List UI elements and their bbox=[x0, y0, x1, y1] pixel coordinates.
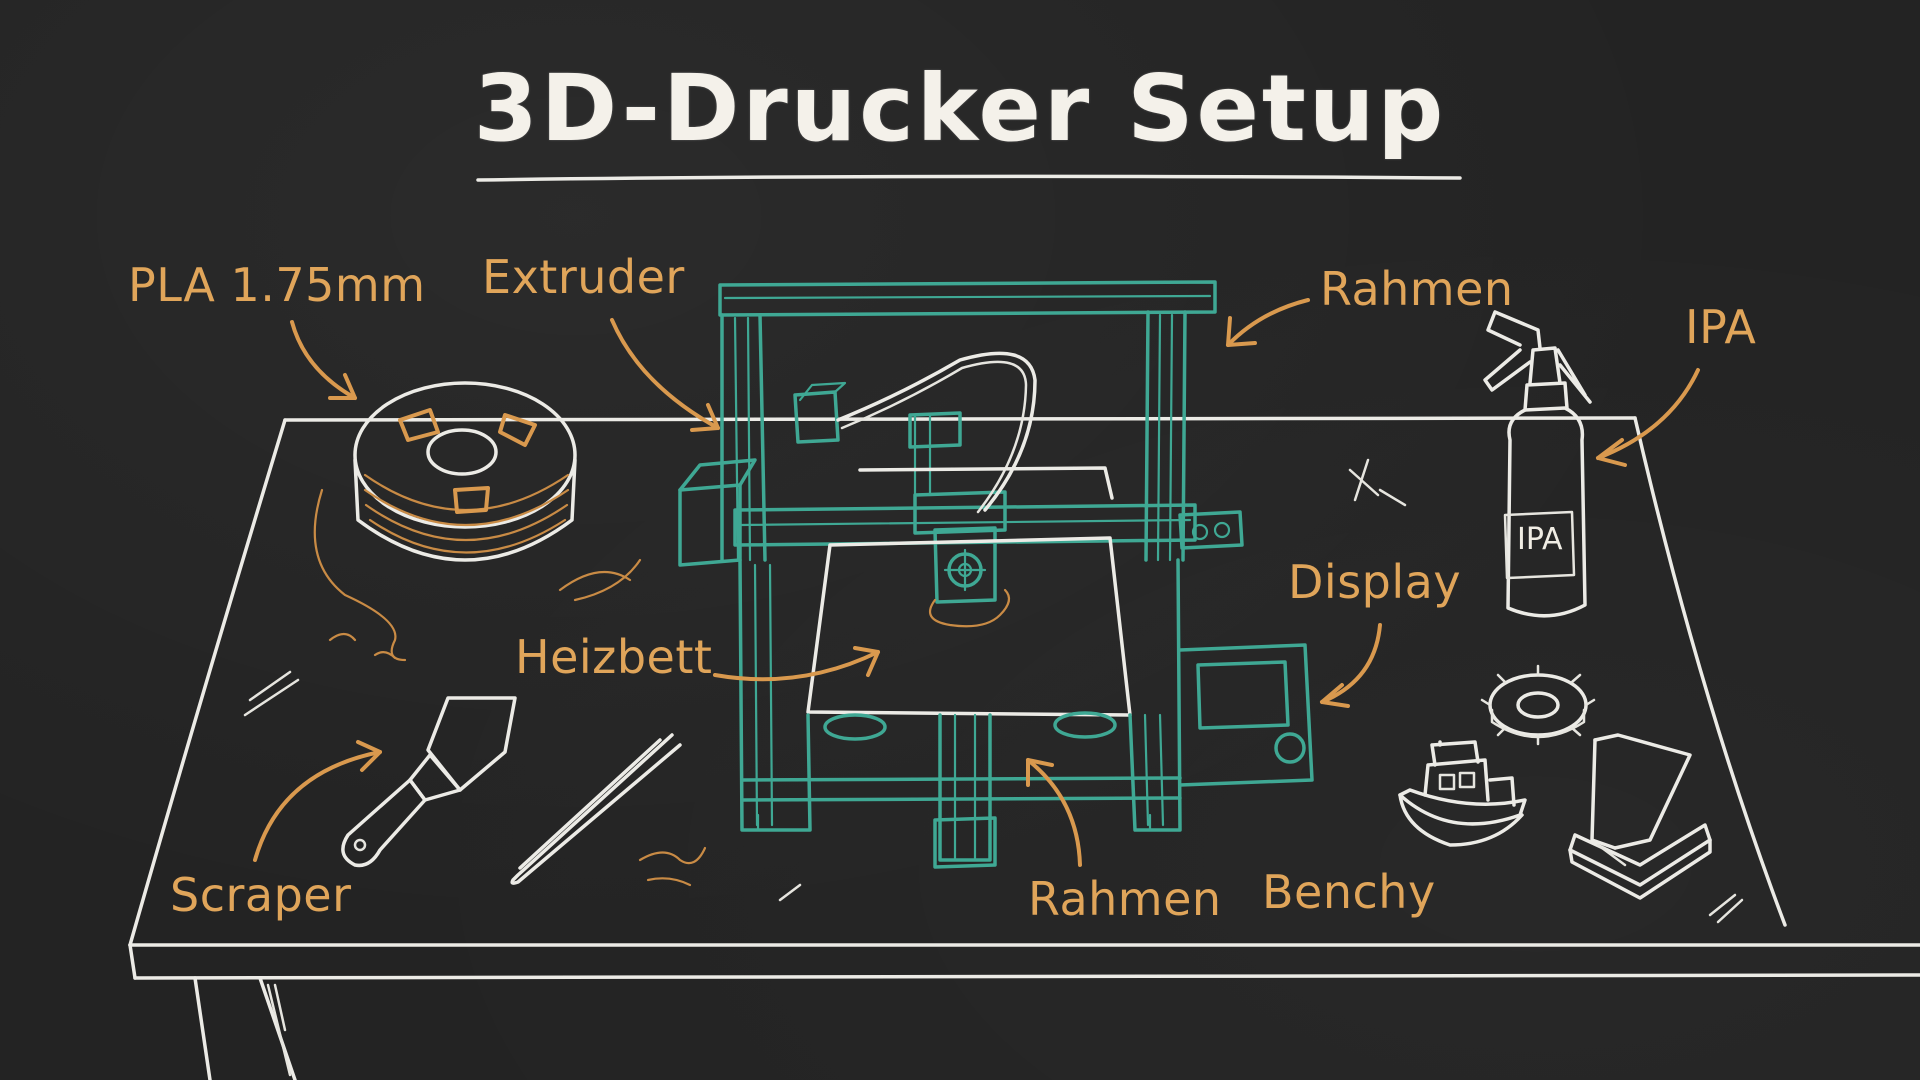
arrow-frame-top bbox=[1226, 298, 1310, 347]
tweezers-icon bbox=[510, 733, 682, 885]
label-heatbed: Heizbett bbox=[515, 630, 713, 684]
filament-spool-icon bbox=[313, 381, 642, 662]
title-underline bbox=[476, 174, 1462, 182]
arrow-frame-bottom bbox=[1026, 758, 1082, 867]
label-extruder: Extruder bbox=[482, 250, 685, 304]
gear-icon bbox=[1480, 664, 1596, 746]
spray-bottle-icon bbox=[1483, 310, 1592, 618]
arrow-ipa bbox=[1596, 368, 1700, 467]
label-frame-top: Rahmen bbox=[1320, 262, 1514, 316]
bottle-label: IPA bbox=[1517, 522, 1563, 557]
scraper-icon bbox=[341, 696, 517, 868]
arrow-heatbed bbox=[713, 646, 880, 682]
table bbox=[128, 416, 1920, 1080]
arrow-scraper bbox=[253, 740, 382, 862]
benchy-icon bbox=[1398, 740, 1527, 847]
label-scraper: Scraper bbox=[170, 868, 352, 922]
arrow-extruder bbox=[610, 318, 720, 432]
label-ipa: IPA bbox=[1685, 300, 1757, 354]
label-filament: PLA 1.75mm bbox=[128, 258, 426, 312]
page-title: 3D-Drucker Setup bbox=[473, 55, 1447, 162]
filament-scraps bbox=[638, 846, 707, 887]
label-frame-bottom: Rahmen bbox=[1028, 872, 1222, 926]
printer-icon bbox=[678, 280, 1314, 869]
filament-scraps-small bbox=[328, 632, 397, 660]
phone-stand-icon bbox=[1568, 733, 1712, 900]
arrow-display bbox=[1320, 623, 1382, 708]
label-benchy: Benchy bbox=[1262, 865, 1436, 919]
label-display: Display bbox=[1288, 555, 1462, 609]
arrow-filament bbox=[290, 320, 357, 400]
